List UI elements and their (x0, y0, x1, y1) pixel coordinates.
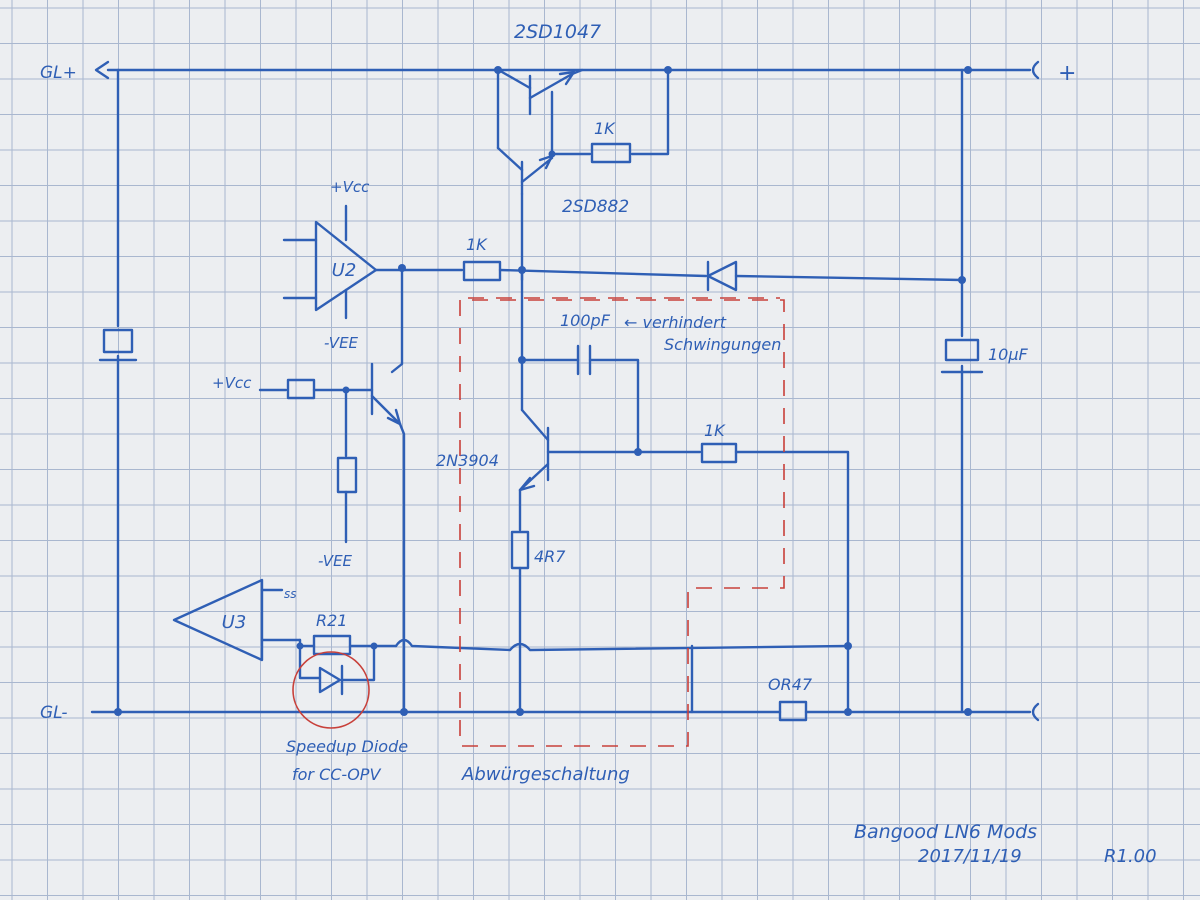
input-capacitor (98, 68, 138, 714)
u3-label: U3 (222, 612, 247, 633)
shunt-resistor (778, 700, 808, 722)
cc-transistor (258, 266, 408, 716)
footer-rev: R1.00 (1104, 846, 1157, 867)
limiter-stage (510, 268, 852, 716)
u3-pin-label: ss (284, 587, 297, 601)
q1-label: 2SD1047 (514, 21, 601, 43)
rails (90, 60, 1040, 722)
rail-in-plus-label: GL+ (40, 63, 77, 83)
opamp-u3 (172, 578, 850, 729)
u2-vee-label: -VEE (324, 334, 359, 352)
limiter-frame (459, 299, 785, 747)
opamp-u2 (282, 204, 964, 320)
footer-title: Bangood LN6 Mods (854, 821, 1037, 843)
out-minus-terminal (1031, 702, 1040, 722)
c-comp-label: 100pF (560, 311, 611, 330)
u2-vcc-label: +Vcc (330, 178, 370, 196)
filter-capacitor (940, 68, 984, 714)
r-base-label: 1K (466, 235, 488, 254)
speedup-note-2: for CC-OPV (292, 765, 381, 784)
rail-in-minus-label: GL- (40, 703, 67, 723)
c-filter-label: 10µF (988, 345, 1029, 364)
r-sense-label: R21 (316, 611, 347, 630)
q2-label: 2SD882 (562, 197, 629, 217)
rail-out-plus-label: + (1058, 61, 1076, 86)
r-emitter-label: 4R7 (534, 547, 566, 566)
r-limiter-label: 1K (704, 421, 726, 440)
u2-label: U2 (332, 260, 357, 281)
footer-date: 2017/11/19 (918, 846, 1022, 867)
in-plus-terminal (94, 60, 110, 80)
r-shunt-label: OR47 (768, 675, 813, 694)
circuit-label: Abwürgeschaltung (461, 764, 630, 785)
r-top-label: 1K (594, 119, 616, 138)
bottom-vee-label: -VEE (318, 552, 353, 570)
left-vcc-label: +Vcc (212, 374, 252, 392)
out-plus-terminal (1031, 60, 1040, 80)
comp-note-reason: Schwingungen (664, 335, 781, 354)
comp-note-arrow: ← verhindert (624, 313, 727, 332)
q3-label: 2N3904 (436, 451, 499, 470)
darlington-pair (494, 66, 672, 282)
top-feedback-resistor (590, 142, 632, 164)
speedup-note-1: Speedup Diode (286, 737, 408, 756)
